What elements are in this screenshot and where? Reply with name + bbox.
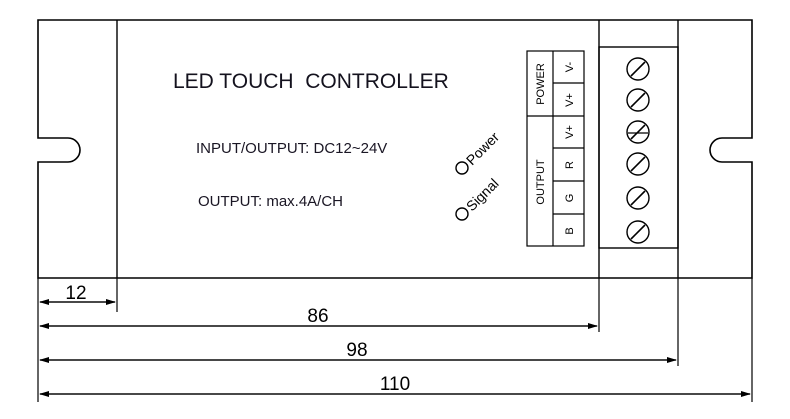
spec-output: OUTPUT: max.4A/CH (198, 193, 343, 210)
terminal-screw-icon (626, 88, 650, 112)
power-led-label: Power (463, 129, 503, 169)
terminal-label-table (526, 50, 585, 247)
output-group-label: OUTPUT (535, 159, 547, 205)
spec-input-output: INPUT/OUTPUT: DC12~24V (196, 140, 387, 157)
dimension-110-label: 110 (380, 374, 410, 395)
power-led-icon (455, 161, 469, 175)
terminal-block (598, 46, 679, 249)
housing-outline (37, 19, 753, 279)
terminal-screw-icon (626, 120, 650, 144)
terminal-label-v-plus-power: V+ (564, 93, 576, 107)
dimension-86-label: 86 (307, 306, 328, 327)
extension-lines (37, 278, 753, 402)
terminal-label-v-plus-output: V+ (564, 125, 576, 139)
terminal-label-v-minus: V- (564, 61, 576, 72)
signal-led-label: Signal (463, 175, 502, 214)
power-group-label: POWER (535, 63, 547, 105)
signal-led-icon (455, 207, 469, 221)
terminal-screw-icon (626, 186, 650, 210)
device-title: LED TOUCH CONTROLLER (173, 70, 449, 93)
dimension-98-label: 98 (346, 340, 367, 361)
terminal-label-r: R (564, 161, 576, 169)
terminal-screw-icon (626, 57, 650, 81)
terminal-screw-icon (626, 220, 650, 244)
terminal-screw-icon (626, 152, 650, 176)
terminal-label-g: G (564, 194, 576, 203)
dimension-12-label: 12 (65, 283, 86, 304)
terminal-label-b: B (564, 227, 576, 234)
